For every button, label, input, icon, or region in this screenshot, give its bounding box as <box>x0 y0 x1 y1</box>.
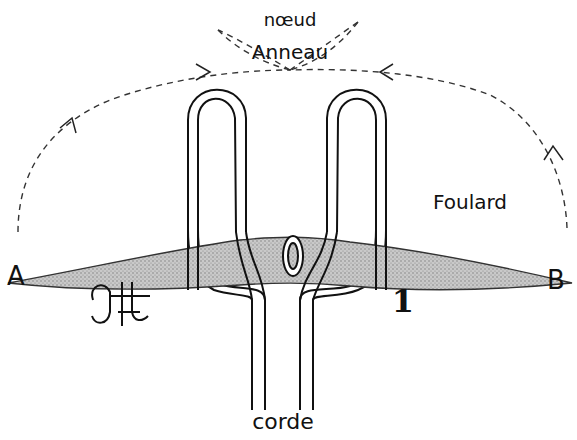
direction-arrows <box>60 64 563 160</box>
monogram <box>92 282 150 326</box>
rope-front <box>188 230 386 300</box>
figure-number: 1 <box>392 284 414 319</box>
scarf <box>8 237 572 289</box>
knot-dashes <box>18 22 567 232</box>
knot-label: nœud <box>261 10 320 30</box>
ring <box>283 236 303 276</box>
rope-label: corde <box>252 410 314 434</box>
end-label: B <box>547 266 565 295</box>
end-label: A <box>7 262 25 291</box>
scarf-label: Foulard <box>433 191 507 213</box>
ring-label: Anneau <box>252 41 328 63</box>
